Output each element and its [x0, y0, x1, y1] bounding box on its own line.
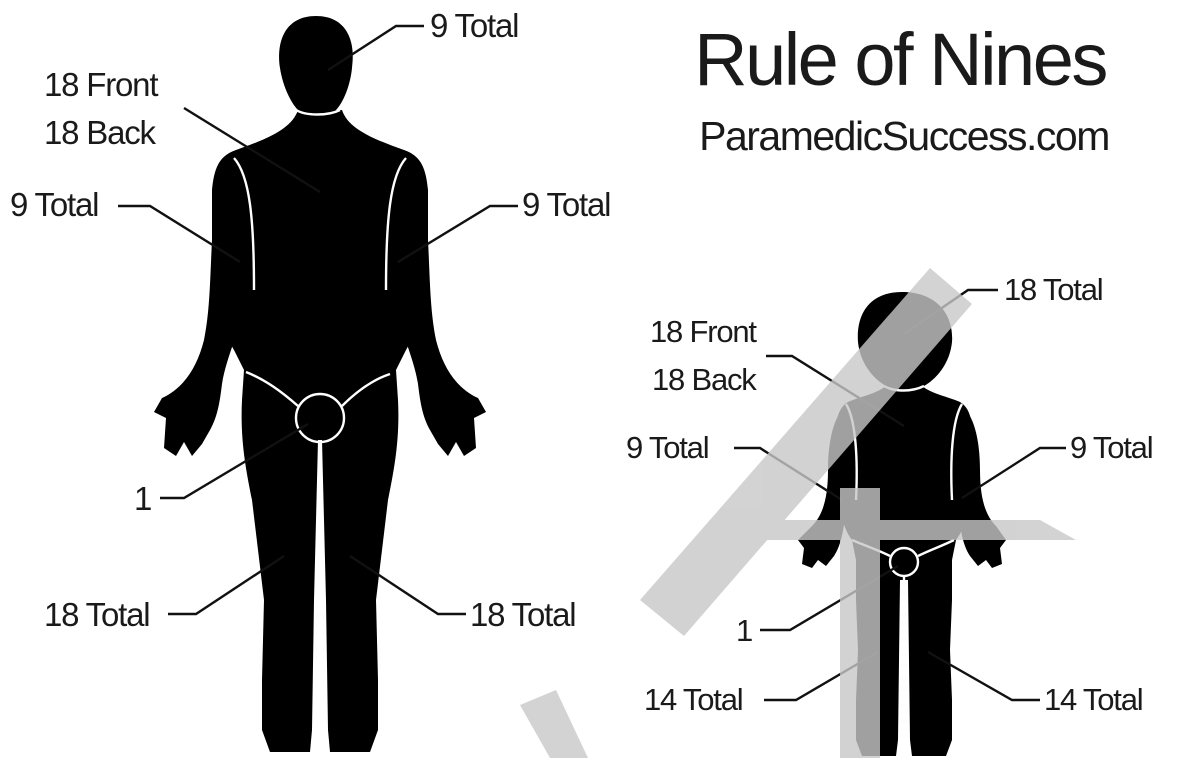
- watermark-stroke-upright: [840, 488, 880, 758]
- child-head-label: 18 Total: [1004, 272, 1102, 307]
- child-left-arm-label: 9 Total: [626, 430, 708, 465]
- watermark-stroke-bar: [720, 520, 1076, 540]
- adult-torso-back-label: 18 Back: [44, 114, 157, 151]
- adult-figure: [154, 16, 486, 752]
- adult-head-label: 9 Total: [430, 7, 518, 44]
- child-groin-label: 1: [736, 613, 752, 648]
- child-right-arm-label: 9 Total: [1070, 430, 1152, 465]
- watermark-stroke-lower: [520, 690, 588, 758]
- adult-right-leg-label: 18 Total: [470, 596, 575, 633]
- adult-left-arm: [154, 160, 251, 456]
- child-left-leg-label: 14 Total: [644, 682, 742, 717]
- subtitle: ParamedicSuccess.com: [699, 113, 1109, 159]
- title: Rule of Nines: [694, 18, 1106, 101]
- child-right-leg-label: 14 Total: [1044, 682, 1142, 717]
- adult-left-arm-label: 9 Total: [10, 186, 98, 223]
- adult-right-arm: [390, 160, 487, 456]
- watermark: [520, 268, 1076, 758]
- child-torso-back-label: 18 Back: [652, 362, 757, 397]
- adult-groin-label: 1: [134, 480, 151, 517]
- adult-left-leg-label: 18 Total: [44, 596, 149, 633]
- adult-head: [279, 16, 353, 124]
- child-torso-front-label: 18 Front: [650, 314, 757, 349]
- adult-right-arm-label: 9 Total: [522, 186, 610, 223]
- adult-torso-front-label: 18 Front: [44, 66, 158, 103]
